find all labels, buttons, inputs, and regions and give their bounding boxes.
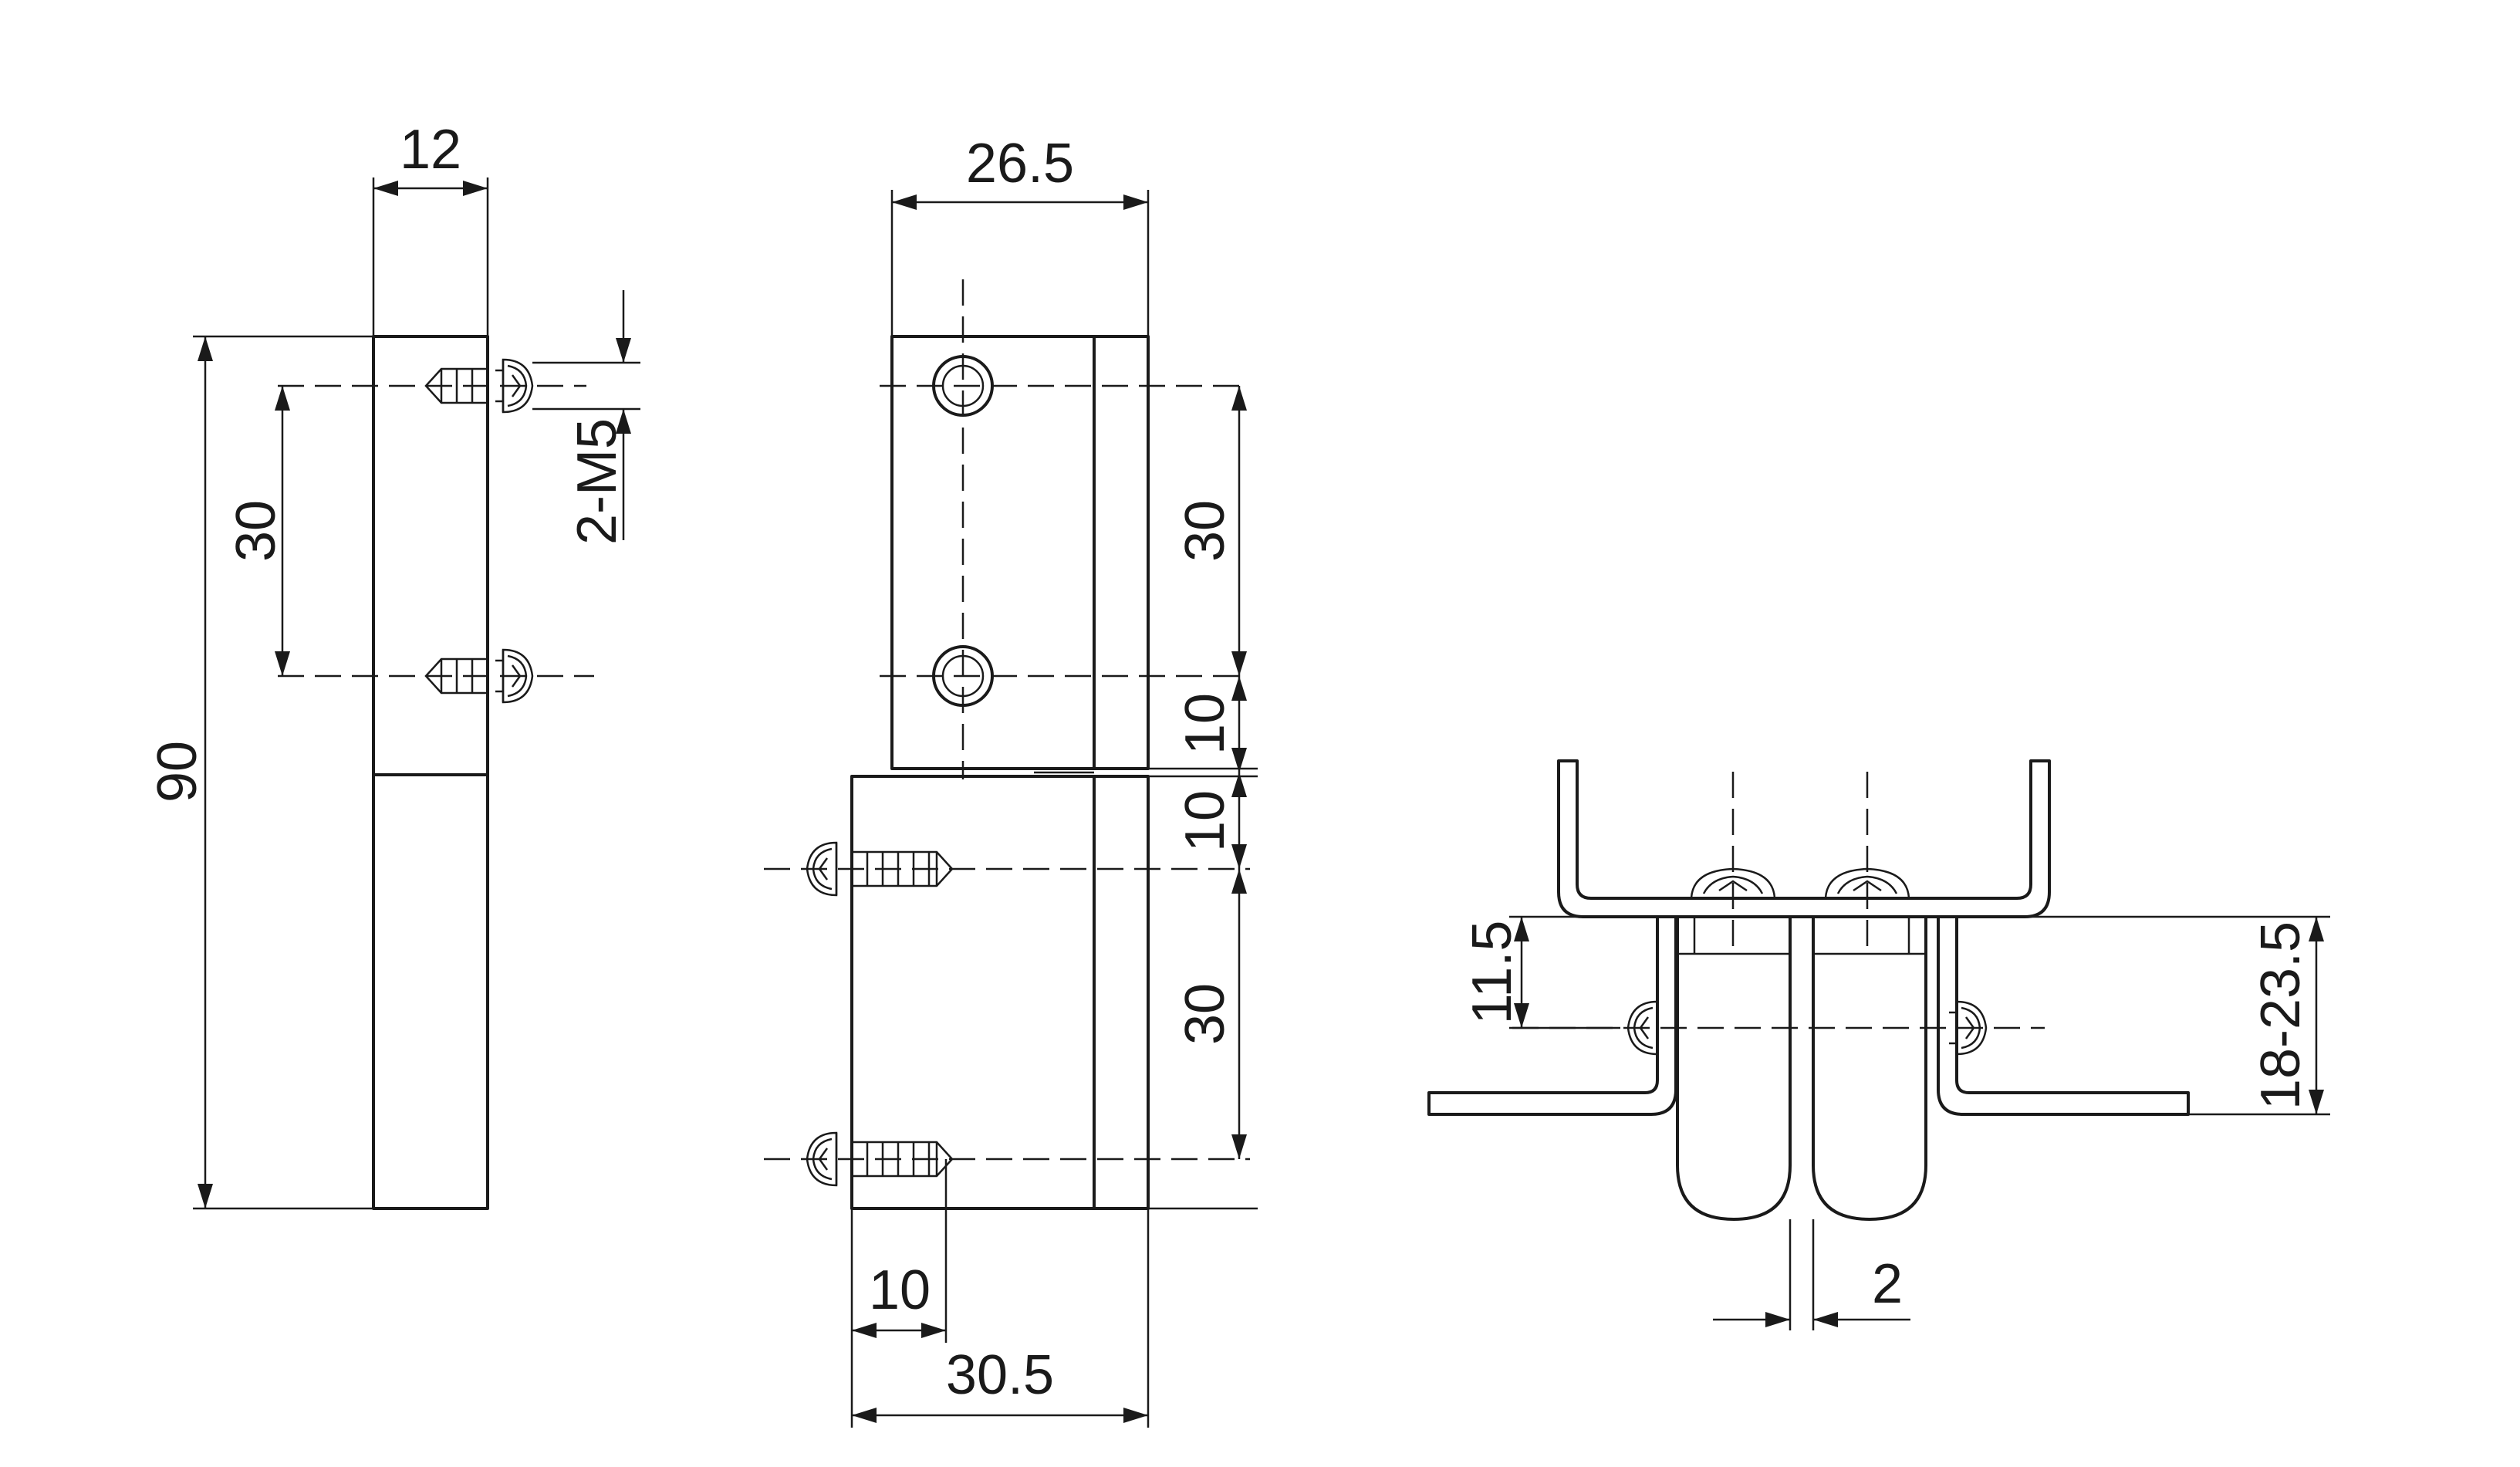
- dim-front-bottom-width: 30.5: [850, 1208, 1150, 1428]
- dim-front-top-width: 26.5: [890, 133, 1150, 336]
- front-lower-leaf: [850, 775, 1150, 1210]
- end-lower-bracket-right: [1937, 915, 2190, 1116]
- dim-end-gap: 2: [1713, 1219, 1910, 1330]
- end-knuckle-right: [1812, 915, 1927, 1221]
- dim-side-width: 12: [372, 119, 489, 336]
- dim-front-screw-offset: 10: [850, 1159, 948, 1343]
- label-side-height: 90: [147, 741, 208, 803]
- dim-end-range: 18-23.5: [2031, 915, 2330, 1116]
- dim-side-thread: 2-M5: [532, 290, 640, 545]
- label-front-bottom-width: 30.5: [946, 1344, 1054, 1406]
- front-view: 26.5 30 10 10 30: [764, 133, 1258, 1428]
- label-front-screw-offset: 10: [869, 1259, 931, 1321]
- end-upper-bracket: [1557, 759, 2051, 918]
- label-side-pitch: 30: [225, 500, 287, 562]
- label-side-width: 12: [400, 119, 461, 181]
- side-view: 12 90 30 2-M5: [147, 119, 640, 1210]
- dim-side-pitch: 30: [225, 386, 290, 676]
- end-view: 11.5 18-23.5 2: [1427, 759, 2330, 1330]
- label-front-bottom-pitch: 30: [1174, 983, 1236, 1045]
- dim-end-offset: 11.5: [1461, 915, 1657, 1029]
- label-side-thread: 2-M5: [566, 418, 628, 545]
- label-front-top-pitch: 30: [1174, 500, 1236, 562]
- label-end-range: 18-23.5: [2250, 921, 2312, 1110]
- side-body: [372, 335, 489, 1210]
- label-end-gap: 2: [1872, 1253, 1903, 1315]
- label-front-gap-upper: 10: [1174, 693, 1236, 755]
- label-end-offset: 11.5: [1461, 921, 1523, 1025]
- dim-side-height: 90: [147, 335, 373, 1210]
- end-knuckle-left: [1676, 915, 1792, 1221]
- dim-front-right-chain: [1148, 386, 1258, 1210]
- label-front-gap-lower: 10: [1174, 790, 1236, 852]
- label-front-top-width: 26.5: [966, 133, 1074, 194]
- front-upper-leaf: [890, 335, 1150, 770]
